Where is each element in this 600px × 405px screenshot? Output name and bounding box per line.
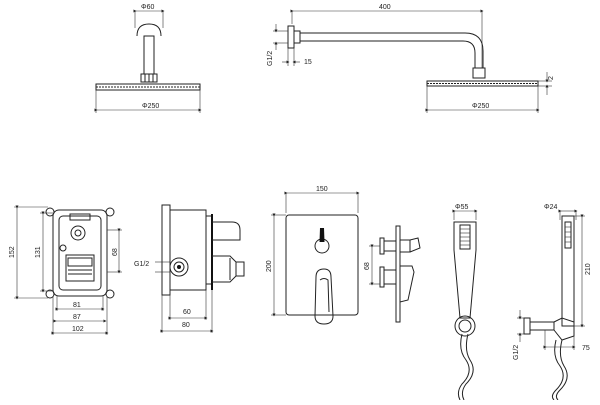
dim-2: 2	[548, 76, 555, 80]
dim-60: 60	[183, 309, 191, 316]
dim-75: 75	[582, 345, 590, 352]
dim-68-box: 68	[112, 248, 119, 256]
dim-phi24: Φ24	[544, 204, 557, 211]
dim-phi55: Φ55	[455, 204, 468, 211]
dim-15: 15	[304, 59, 312, 66]
hand-shower-view: Φ55	[452, 204, 478, 401]
dim-152: 152	[9, 246, 16, 258]
dim-102: 102	[72, 326, 84, 333]
thread-g12-arm: G1/2	[267, 51, 274, 66]
dim-phi60: Φ60	[141, 4, 154, 11]
dim-131: 131	[35, 246, 42, 258]
dim-68-mixer: 68	[364, 262, 371, 270]
shower-head-front-view: Φ60 Φ250	[94, 4, 202, 113]
mixer-plate-front-view: 150 200	[266, 186, 360, 325]
dim-80: 80	[182, 322, 190, 329]
dim-phi250-side: Φ250	[472, 103, 489, 110]
box-front-view: 152 131 68 81 87 102	[9, 205, 122, 335]
box-side-view: G1/2 60 80	[134, 204, 245, 333]
dim-87: 87	[73, 314, 81, 321]
mixer-side-view: 68	[364, 225, 421, 323]
dim-150: 150	[316, 186, 328, 193]
dim-400: 400	[379, 4, 391, 11]
dim-200: 200	[266, 260, 273, 272]
thread-g12-box: G1/2	[134, 261, 149, 268]
thread-g12-holder: G1/2	[513, 345, 520, 360]
dim-210: 210	[585, 263, 592, 275]
dim-81: 81	[73, 302, 81, 309]
holder-view: Φ24 210 G1/2 75	[513, 204, 592, 401]
shower-head-side-view: 400 G1/2 15 2 Φ250	[267, 4, 555, 113]
dim-phi250-front: Φ250	[142, 103, 159, 110]
